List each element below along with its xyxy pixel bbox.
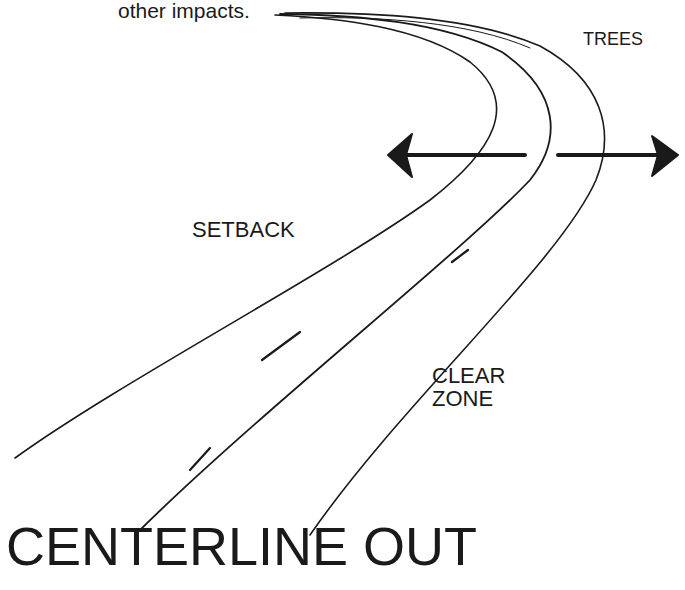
- road-edge-right-trace: [300, 18, 530, 48]
- dimension-line: [400, 153, 525, 157]
- centerline-stroke: [262, 332, 300, 360]
- caption-text: CENTERLINE OUT: [6, 518, 606, 575]
- clear-zone-label: CLEAR ZONE: [432, 364, 512, 410]
- arrow-head: [652, 136, 678, 176]
- note-text: other impacts.: [118, 0, 318, 22]
- centerline-stroke: [190, 448, 210, 470]
- centerline-stroke: [452, 250, 468, 262]
- setback-label: SETBACK: [192, 218, 352, 241]
- road-centerline: [135, 14, 551, 535]
- road-edge-left: [15, 15, 497, 458]
- trees-label: TREES: [583, 30, 673, 49]
- road-edge-right: [285, 13, 604, 535]
- dimension-line: [558, 153, 664, 157]
- arrow-head: [388, 134, 412, 177]
